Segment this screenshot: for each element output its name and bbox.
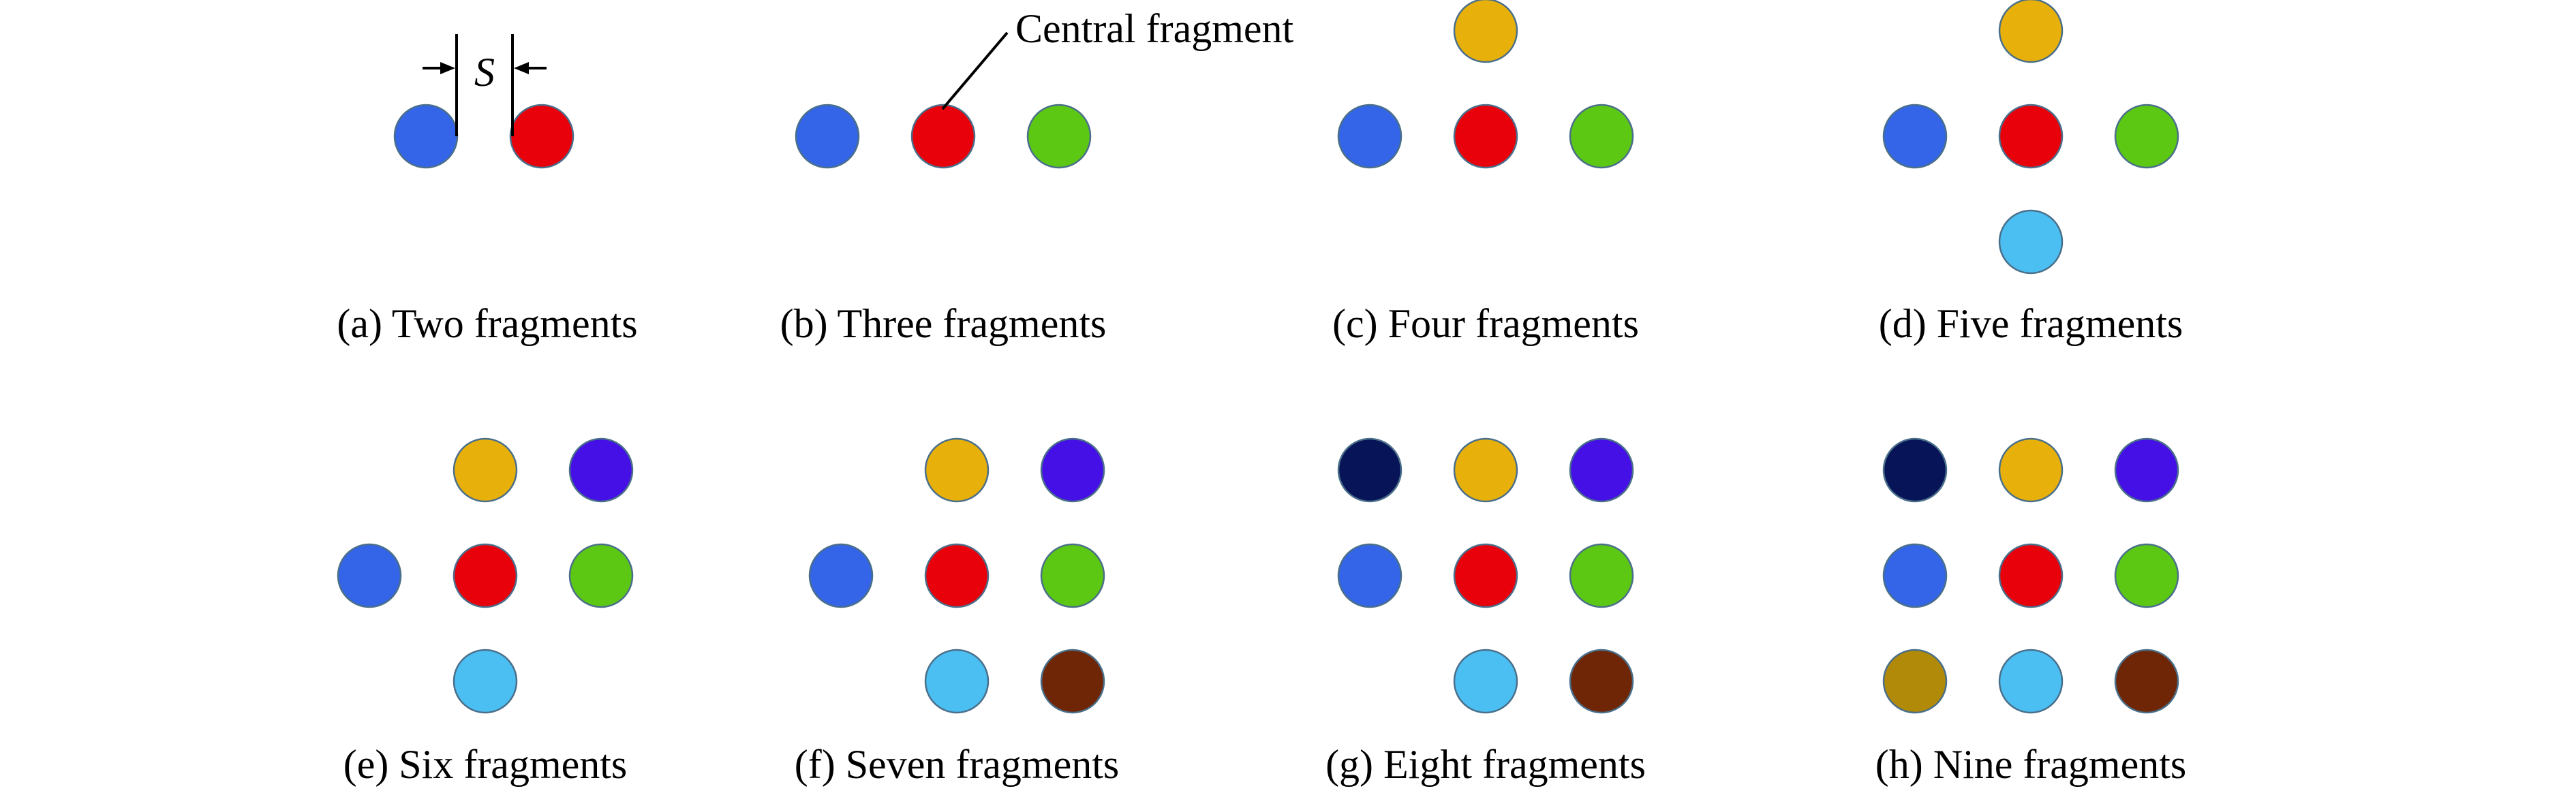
panel-caption: (d) Five fragments (1879, 301, 2183, 346)
fragment-light_blue (924, 649, 990, 714)
panel-caption: (c) Four fragments (1332, 301, 1639, 346)
panel-c: (c) Four fragments (1332, 0, 1639, 346)
fragment-green (1040, 543, 1105, 608)
central-fragment (453, 543, 518, 608)
panel-caption: (h) Nine fragments (1875, 742, 2187, 787)
annotations: Central fragment S (423, 6, 1293, 136)
callout-leader-line (941, 31, 1009, 110)
panel-a: (a) Two fragments (337, 104, 638, 346)
fragment-brown (1040, 649, 1105, 714)
fragment-blue (795, 104, 860, 169)
fragment-gold (453, 437, 518, 503)
fragment-purple (1569, 437, 1634, 503)
fragment-light_blue (1453, 649, 1518, 714)
fragment-light_blue (1998, 649, 2064, 714)
central-fragment (1453, 543, 1518, 608)
panel-g: (g) Eight fragments (1325, 437, 1646, 787)
fragment-brown (2114, 649, 2179, 714)
fragment-purple (568, 437, 634, 503)
fragment-green (2114, 104, 2179, 169)
panel-caption: (a) Two fragments (337, 301, 637, 346)
spacing-symbol: S (474, 50, 495, 95)
panel-b: (b) Three fragments (780, 104, 1107, 346)
panel-caption: (f) Seven fragments (795, 742, 1119, 787)
fragment-green (1569, 104, 1634, 169)
central-fragment (910, 104, 976, 169)
spacing-left-arrowhead (440, 62, 455, 74)
fragment-navy (1882, 437, 1948, 503)
spacing-right-arrowhead (514, 62, 529, 74)
panel-caption: (g) Eight fragments (1325, 742, 1646, 787)
central-fragment (509, 104, 574, 169)
fragment-gold (1998, 0, 2064, 63)
panel-e: (e) Six fragments (337, 437, 634, 787)
fragment-light_blue (1998, 209, 2064, 275)
panel-h: (h) Nine fragments (1875, 437, 2187, 787)
fragment-green (568, 543, 634, 608)
fragment-green (2114, 543, 2179, 608)
fragment-blue (808, 543, 874, 608)
central-fragment (1998, 104, 2064, 169)
fragment-blue (1337, 543, 1402, 608)
fragment-olive (1882, 649, 1948, 714)
fragment-gold (924, 437, 990, 503)
central-fragment-label: Central fragment (1015, 6, 1293, 51)
fragment-brown (1569, 649, 1634, 714)
fragment-blue (337, 543, 402, 608)
panel-d: (d) Five fragments (1879, 0, 2183, 346)
fragment-blue (1337, 104, 1402, 169)
fragment-blue (1882, 543, 1948, 608)
fragment-gold (1453, 437, 1518, 503)
fragment-purple (2114, 437, 2179, 503)
fragment-navy (1337, 437, 1402, 503)
panel-f: (f) Seven fragments (795, 437, 1119, 787)
fragment-light_blue (453, 649, 518, 714)
fragment-blue (393, 104, 459, 169)
panel-caption: (b) Three fragments (780, 301, 1107, 346)
central-fragment (1998, 543, 2064, 608)
panels-layer: (a) Two fragments (b) Three fragments (c) … (337, 0, 2186, 787)
fragment-gold (1998, 437, 2064, 503)
fragment-green (1026, 104, 1092, 169)
central-fragment (1453, 104, 1518, 169)
fragment-purple (1040, 437, 1105, 503)
fragment-green (1569, 543, 1634, 608)
fragment-blue (1882, 104, 1948, 169)
central-fragment (924, 543, 990, 608)
panel-caption: (e) Six fragments (343, 742, 628, 787)
fragment-gold (1453, 0, 1518, 63)
